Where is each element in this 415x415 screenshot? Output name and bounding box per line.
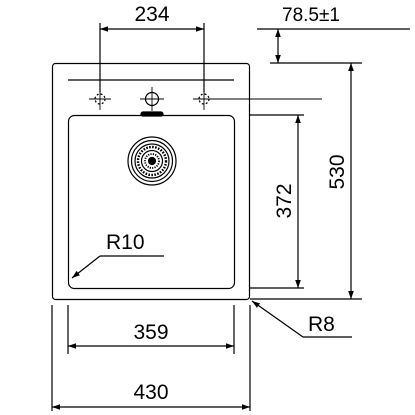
dimension-overall-width [51, 305, 251, 411]
sink-outer-outline [51, 62, 251, 301]
drain-strainer [127, 136, 177, 186]
dimension-tap-hole-offset [257, 28, 410, 64]
tap-hole-center [140, 87, 164, 111]
label-overall-height: 530 [326, 154, 349, 189]
outer-radius-leader [251, 300, 352, 338]
dimension-inner-height [250, 114, 304, 289]
dimension-overall-height [250, 63, 362, 300]
overflow-slot [140, 111, 164, 117]
label-tap-hole-offset: 78.5±1 [282, 5, 340, 26]
label-overall-width: 430 [133, 381, 168, 404]
label-inner-height: 372 [273, 183, 296, 218]
label-outer-corner-radius: R8 [308, 313, 335, 336]
label-inner-corner-radius: R10 [106, 231, 145, 254]
label-tap-hole-spacing: 234 [134, 3, 169, 26]
label-inner-width: 359 [133, 321, 168, 344]
dimension-tap-hole-spacing [99, 23, 205, 92]
sink-bowl-outline [67, 114, 236, 290]
inner-radius-leader [71, 255, 164, 279]
dimension-inner-width [67, 305, 235, 354]
